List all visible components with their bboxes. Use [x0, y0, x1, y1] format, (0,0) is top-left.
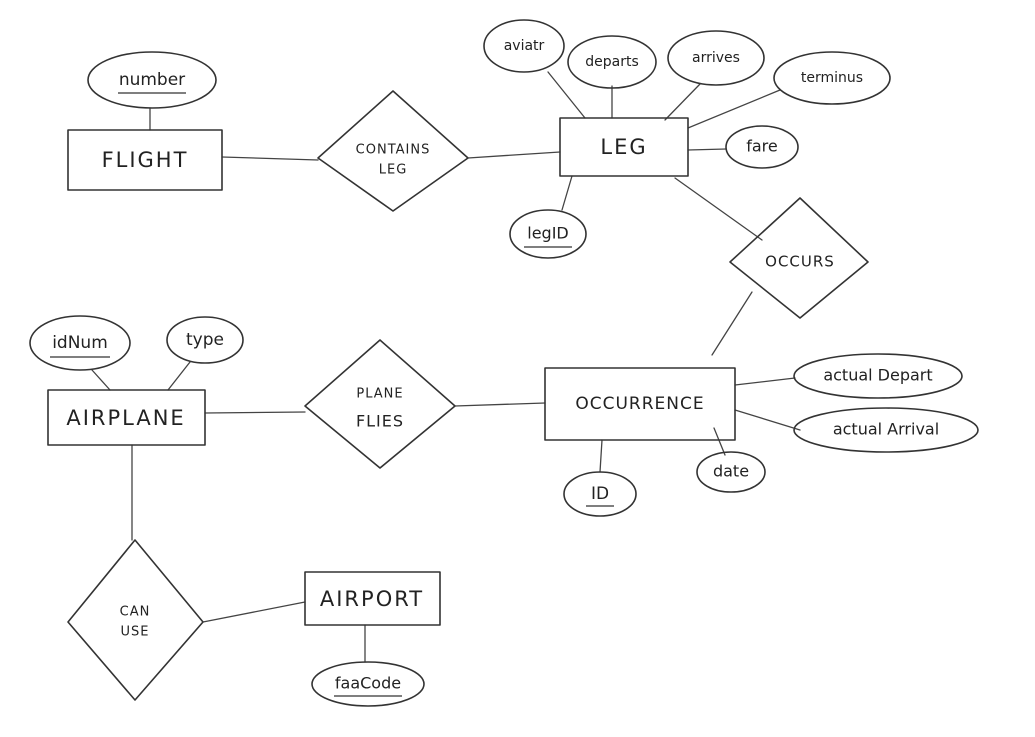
relationship-plane-flies: PLANE FLIES: [304, 339, 456, 469]
entity-airport-label: AIRPORT: [320, 587, 424, 611]
edge-leg-occurs: [674, 177, 763, 241]
attribute-departs: departs: [567, 35, 657, 89]
attribute-fare: fare: [725, 125, 799, 169]
relationship-can-use-line2: USE: [121, 625, 150, 640]
attribute-leg-id: legID: [509, 209, 587, 259]
edge-occurrence-actualarrival: [734, 409, 801, 431]
relationship-contains-leg-line1: CONTAINS: [356, 143, 431, 158]
edge-type-airplane: [167, 361, 191, 391]
attribute-number: number: [87, 51, 217, 109]
edge-occurs-occurrence: [711, 291, 753, 356]
attribute-actual-arrival: actual Arrival: [793, 407, 979, 453]
edge-terminus-leg: [687, 89, 781, 129]
edge-occurrence-id: [599, 439, 603, 473]
entity-airport: AIRPORT: [304, 571, 441, 626]
attribute-terminus-label: terminus: [801, 70, 863, 86]
edge-aviator-leg: [547, 71, 586, 119]
attribute-occ-id-label: ID: [591, 484, 609, 504]
relationship-plane-flies-line1: PLANE: [356, 387, 403, 402]
entity-airplane: AIRPLANE: [47, 389, 206, 446]
relationship-can-use: CAN USE: [67, 539, 204, 701]
relationship-occurs: OCCURS: [729, 197, 869, 319]
relationship-contains-leg: CONTAINS LEG: [317, 90, 469, 212]
attribute-departs-label: departs: [585, 54, 639, 70]
attribute-actual-depart: actual Depart: [793, 353, 963, 399]
attribute-aviator-label: aviatr: [504, 38, 545, 54]
attribute-aviator: aviatr: [483, 19, 565, 73]
edge-arrives-leg: [664, 83, 701, 121]
entity-airplane-label: AIRPLANE: [66, 406, 185, 430]
attribute-date-label: date: [713, 462, 749, 481]
edge-legid-leg: [561, 175, 573, 211]
attribute-terminus: terminus: [773, 51, 891, 105]
edge-planeflies-occurrence: [454, 402, 546, 407]
entity-leg-label: LEG: [600, 135, 647, 159]
entity-flight: FLIGHT: [67, 129, 223, 191]
edge-airplane-planeflies: [204, 411, 306, 414]
edge-containsleg-leg: [467, 151, 561, 159]
relationship-plane-flies-line2: FLIES: [356, 412, 404, 431]
entity-leg: LEG: [559, 117, 689, 177]
relationship-occurs-label: OCCURS: [765, 253, 835, 271]
attribute-faa-code: faaCode: [311, 661, 425, 707]
attribute-fare-label: fare: [746, 137, 778, 156]
attribute-type: type: [166, 316, 244, 364]
edge-canuse-airport: [202, 601, 306, 623]
attribute-actual-arrival-label: actual Arrival: [833, 420, 939, 439]
entity-flight-label: FLIGHT: [102, 148, 189, 172]
relationship-contains-leg-line2: LEG: [379, 163, 408, 178]
edges: [91, 71, 801, 663]
entity-occurrence: OCCURRENCE: [544, 367, 736, 441]
edge-fare-leg: [687, 148, 727, 151]
attribute-arrives: arrives: [667, 30, 765, 86]
attribute-occ-id: ID: [563, 471, 637, 517]
edge-flight-containsleg: [221, 156, 319, 161]
entity-occurrence-label: OCCURRENCE: [575, 394, 704, 414]
relationship-can-use-line1: CAN: [120, 605, 151, 620]
edge-occurrence-actualdepart: [734, 377, 796, 386]
attribute-id-num: idNum: [29, 315, 131, 371]
attribute-faa-code-label: faaCode: [335, 674, 401, 693]
attribute-date: date: [696, 451, 766, 493]
attribute-id-num-label: idNum: [52, 333, 108, 353]
attribute-arrives-label: arrives: [692, 50, 740, 66]
attribute-actual-depart-label: actual Depart: [823, 366, 932, 385]
attribute-leg-id-label: legID: [527, 224, 568, 243]
attribute-type-label: type: [186, 330, 224, 350]
edge-occurrence-date: [713, 427, 726, 456]
edge-idnum-airplane: [91, 369, 111, 391]
attribute-number-label: number: [119, 70, 185, 90]
